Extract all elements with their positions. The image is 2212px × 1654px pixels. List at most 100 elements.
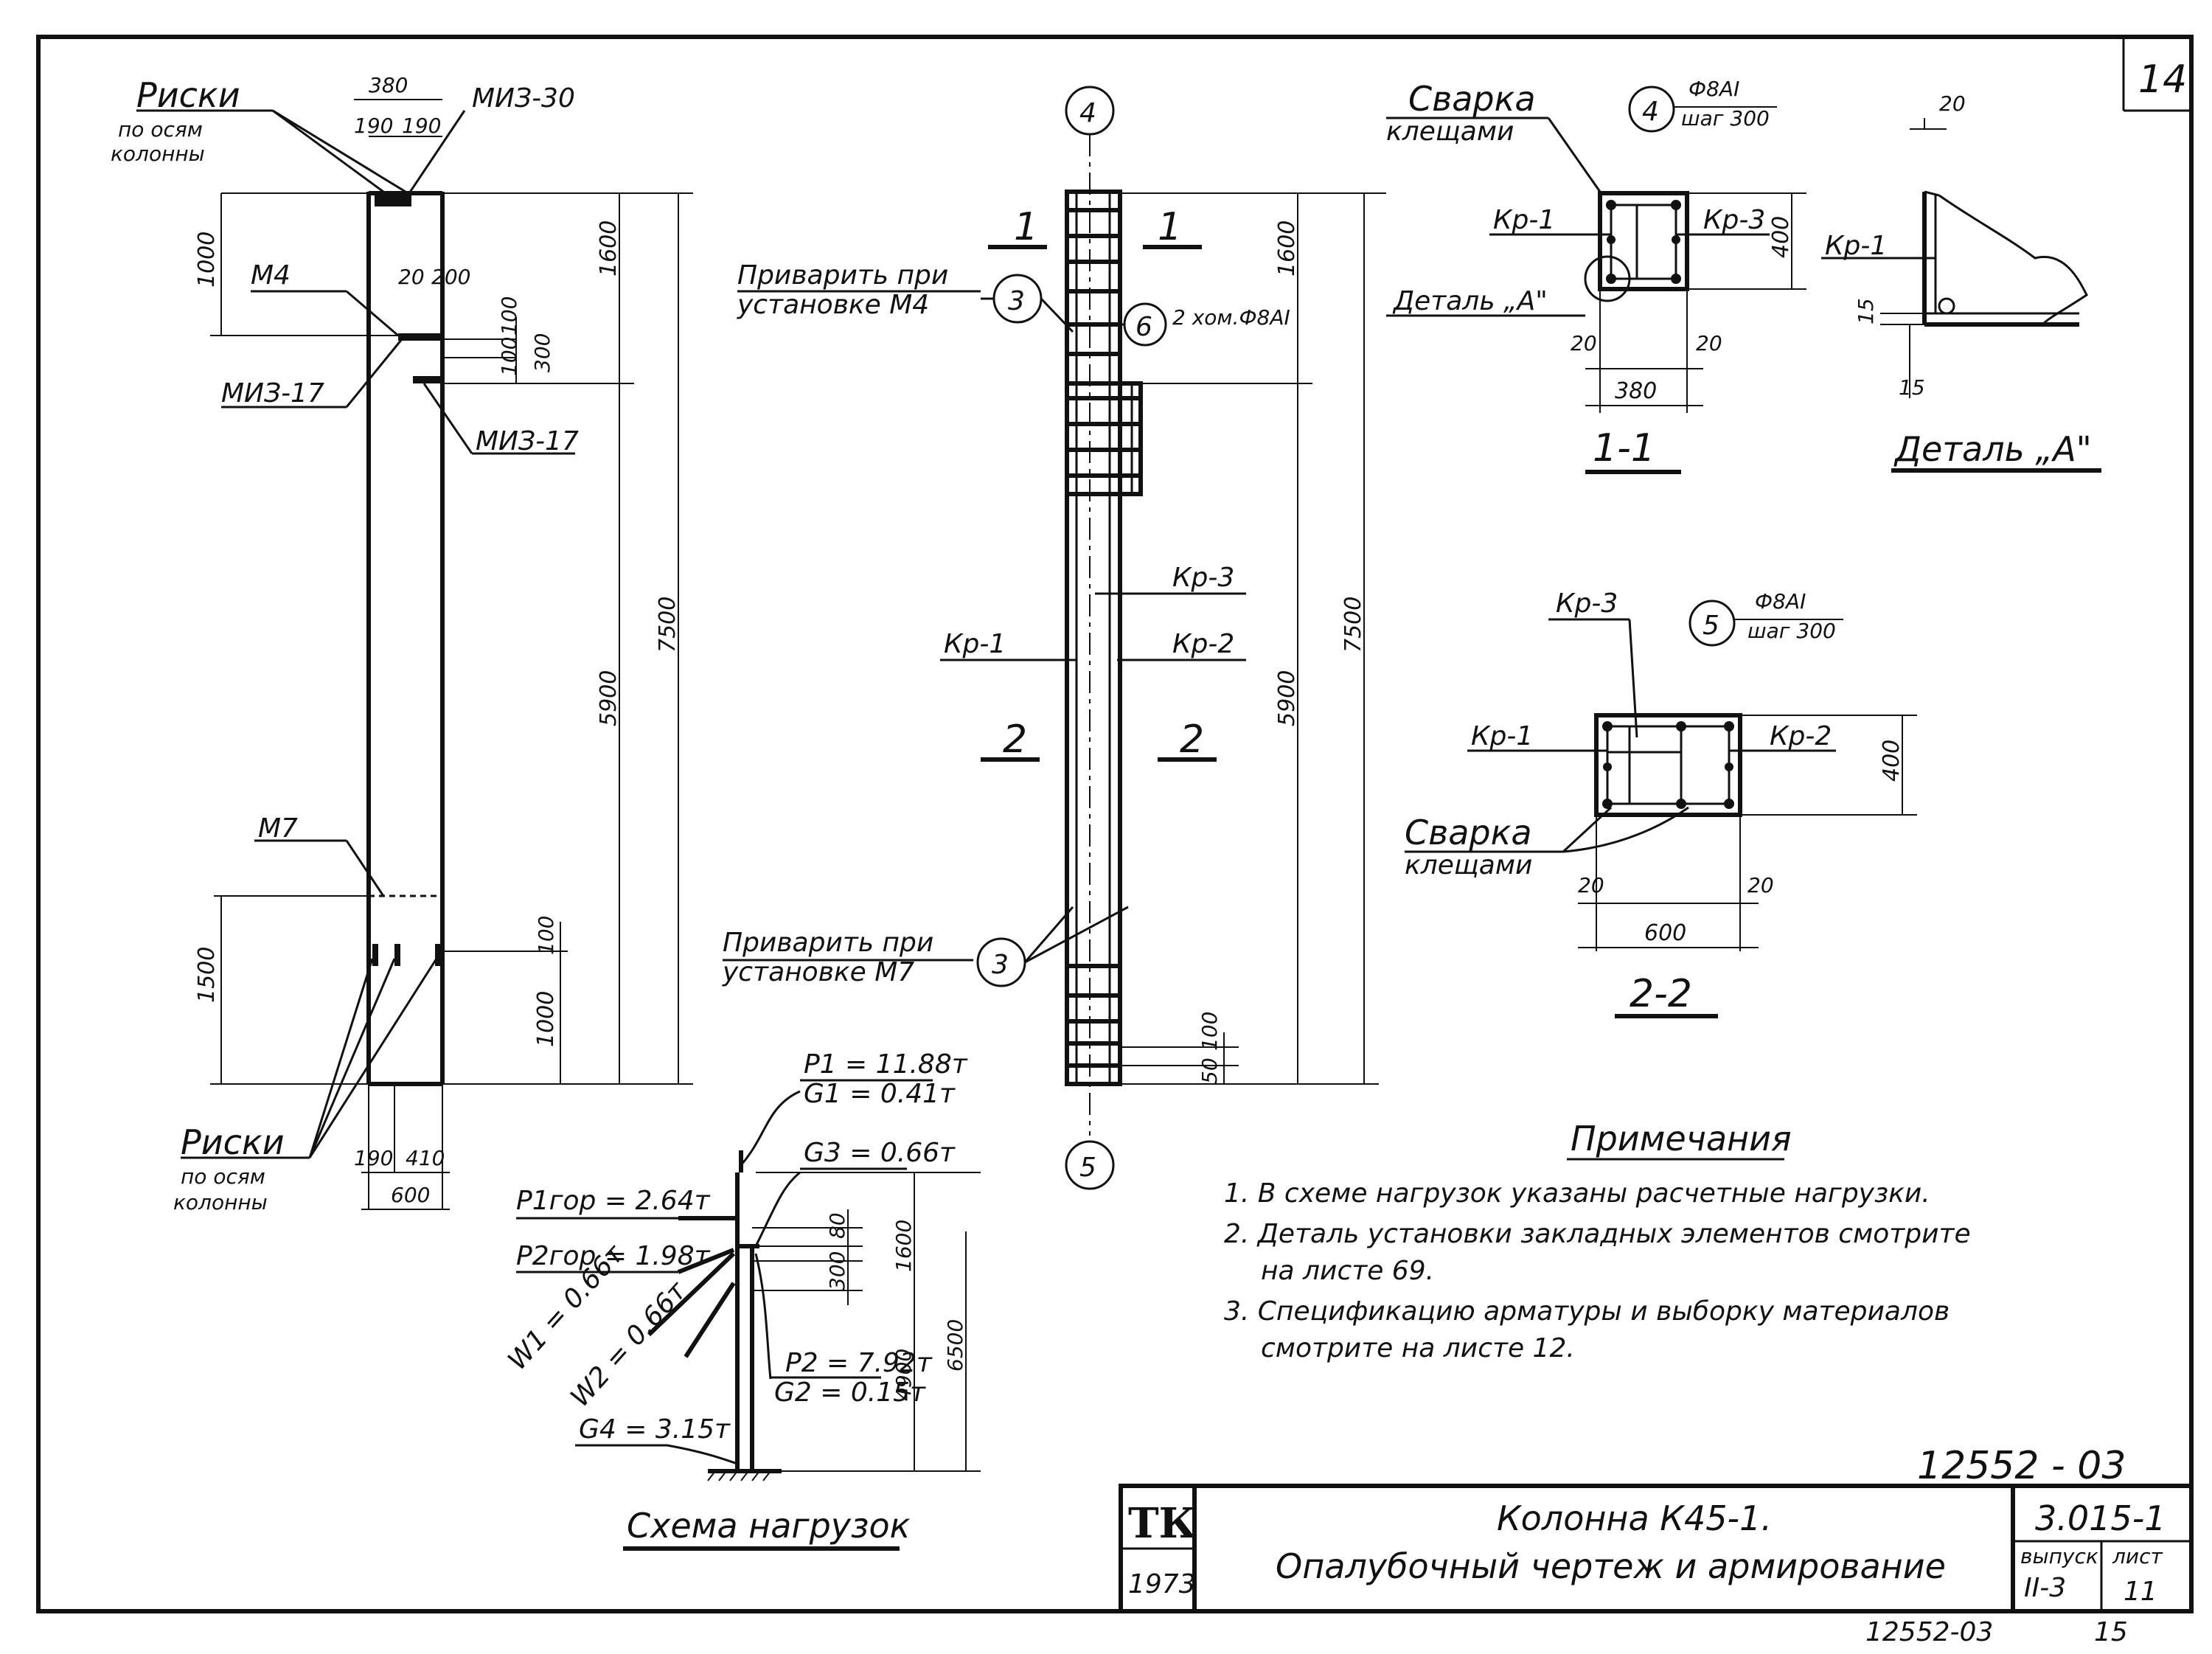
- svg-text:6: 6: [1135, 312, 1152, 342]
- svg-text:1. В схеме нагрузок указаны ра: 1. В схеме нагрузок указаны расчетные на…: [1224, 1178, 1930, 1209]
- svg-text:1000: 1000: [194, 232, 220, 288]
- svg-text:1600: 1600: [891, 1220, 916, 1272]
- svg-text:лист: лист: [2112, 1544, 2163, 1568]
- svg-text:Сварка: Сварка: [1408, 79, 1536, 119]
- svg-text:1-1: 1-1: [1593, 426, 1655, 470]
- svg-text:выпуск: выпуск: [2020, 1544, 2098, 1568]
- svg-text:3. Спецификацию арматуры и выб: 3. Спецификацию арматуры и выборку матер…: [1224, 1296, 1950, 1327]
- svg-text:МИЗ-17: МИЗ-17: [476, 426, 579, 456]
- corner-number: 14: [2138, 58, 2187, 102]
- svg-text:Кр-1: Кр-1: [1471, 721, 1533, 751]
- svg-text:20: 20: [1939, 91, 1966, 116]
- svg-text:на листе 69.: на листе 69.: [1261, 1256, 1434, 1286]
- svg-text:Кр-2: Кр-2: [1172, 629, 1234, 659]
- svg-text:Кр-2: Кр-2: [1770, 721, 1832, 751]
- svg-text:4: 4: [1642, 97, 1659, 127]
- svg-text:20: 20: [1696, 331, 1722, 355]
- svg-text:Сварка: Сварка: [1405, 813, 1532, 852]
- svg-text:100: 100: [1197, 1012, 1222, 1051]
- svg-text:6500: 6500: [943, 1319, 967, 1372]
- svg-text:G2 = 0.15т: G2 = 0.15т: [774, 1377, 926, 1408]
- svg-text:5900: 5900: [596, 670, 622, 726]
- svg-text:Схема нагрузок: Схема нагрузок: [627, 1506, 911, 1546]
- svg-text:600: 600: [1644, 920, 1686, 946]
- svg-text:Кр-3: Кр-3: [1172, 563, 1234, 593]
- svg-text:Ф8АI: Ф8АI: [1755, 589, 1806, 614]
- svg-text:G1 = 0.41т: G1 = 0.41т: [804, 1079, 956, 1109]
- svg-text:Ф8АI: Ф8АI: [1688, 77, 1739, 101]
- svg-text:по осям: по осям: [118, 117, 203, 142]
- svg-text:80: 80: [825, 1212, 849, 1239]
- svg-text:3: 3: [992, 950, 1009, 980]
- svg-text:клещами: клещами: [1386, 117, 1514, 147]
- svg-text:190: 190: [402, 114, 441, 138]
- svg-text:11: 11: [2124, 1577, 2157, 1607]
- column-elevation: Риски по осям колонны МИЗ-30 380 190 190…: [111, 73, 693, 1215]
- svg-text:410: 410: [406, 1146, 445, 1170]
- plate-miz30: [375, 193, 411, 206]
- svg-text:300: 300: [825, 1251, 849, 1290]
- svg-text:P1 = 11.88т: P1 = 11.88т: [804, 1049, 968, 1080]
- svg-text:Колонна К45-1.: Колонна К45-1.: [1497, 1498, 1772, 1538]
- svg-text:5900: 5900: [1274, 670, 1300, 726]
- svg-text:2 хом.Ф8АI: 2 хом.Ф8АI: [1172, 305, 1290, 330]
- svg-text:М7: М7: [258, 813, 298, 844]
- svg-text:P1гор = 2.64т: P1гор = 2.64т: [516, 1186, 711, 1216]
- svg-text:1: 1: [1158, 205, 1182, 249]
- svg-text:100: 100: [497, 296, 521, 336]
- svg-text:Кр-1: Кр-1: [1825, 231, 1887, 261]
- svg-text:шаг 300: шаг 300: [1747, 619, 1836, 643]
- svg-text:Риски: Риски: [181, 1122, 285, 1162]
- reinforcement-elevation: 4 5 1 1 2 2 Приварить при установке М4: [722, 86, 1386, 1190]
- svg-text:380: 380: [369, 73, 408, 97]
- svg-text:7500: 7500: [1340, 597, 1366, 653]
- svg-text:15: 15: [2094, 1617, 2128, 1647]
- svg-text:4900: 4900: [891, 1349, 916, 1401]
- tk-logo: ТК: [1128, 1499, 1197, 1548]
- svg-text:Кр-3: Кр-3: [1703, 205, 1765, 235]
- svg-text:Приварить при: Приварить при: [723, 928, 933, 958]
- svg-text:2: 2: [1003, 717, 1027, 762]
- svg-text:P2 = 7.92т: P2 = 7.92т: [785, 1348, 933, 1378]
- axis-bubble-5: [1065, 1140, 1115, 1190]
- svg-text:3: 3: [1008, 286, 1025, 316]
- svg-text:колонны: колонны: [111, 142, 205, 166]
- svg-text:100: 100: [534, 916, 558, 955]
- svg-text:шаг 300: шаг 300: [1681, 106, 1770, 131]
- svg-text:Кр-3: Кр-3: [1556, 588, 1618, 619]
- drawing-frame: [36, 35, 2194, 1613]
- svg-text:300: 300: [530, 333, 554, 372]
- notes: Примечания 1. В схеме нагрузок указаны р…: [1224, 1119, 1971, 1363]
- svg-text:1600: 1600: [1274, 220, 1300, 277]
- svg-text:15: 15: [1899, 375, 1925, 400]
- svg-text:7500: 7500: [655, 597, 681, 653]
- load-scheme: P1 = 11.88т G1 = 0.41т G3 = 0.66т P1гор …: [502, 1049, 981, 1551]
- svg-text:4: 4: [1079, 98, 1096, 128]
- svg-text:смотрите на листе 12.: смотрите на листе 12.: [1261, 1333, 1575, 1363]
- svg-text:Деталь „А": Деталь „А": [1893, 429, 2092, 469]
- svg-text:1500: 1500: [194, 947, 220, 1003]
- svg-text:380: 380: [1615, 378, 1657, 404]
- svg-text:20: 20: [398, 265, 425, 289]
- title-block: 12552 - 03 ТК 1973 Колонна К45-1. Опалуб…: [1119, 1444, 2194, 1613]
- svg-text:Кр-1: Кр-1: [1493, 205, 1555, 235]
- svg-text:1600: 1600: [596, 220, 622, 277]
- svg-text:II-3: II-3: [2024, 1573, 2066, 1603]
- svg-text:2. Деталь установки закладных: 2. Деталь установки закладных элементов …: [1224, 1219, 1971, 1249]
- svg-text:200: 200: [431, 265, 470, 289]
- svg-text:100: 100: [497, 337, 521, 376]
- detail-a: 20 Кр-1 15 15 Деталь „А": [1821, 91, 2101, 473]
- svg-text:колонны: колонны: [173, 1190, 268, 1215]
- svg-text:50: 50: [1197, 1057, 1222, 1084]
- svg-text:20: 20: [1578, 873, 1604, 897]
- svg-text:400: 400: [1768, 216, 1794, 258]
- svg-text:М4: М4: [251, 260, 291, 291]
- svg-text:190: 190: [354, 114, 393, 138]
- svg-text:20: 20: [1747, 873, 1774, 897]
- svg-text:15: 15: [1854, 298, 1878, 324]
- svg-text:1973: 1973: [1128, 1569, 1196, 1599]
- svg-text:190: 190: [354, 1146, 393, 1170]
- svg-text:Деталь „А": Деталь „А": [1392, 286, 1548, 316]
